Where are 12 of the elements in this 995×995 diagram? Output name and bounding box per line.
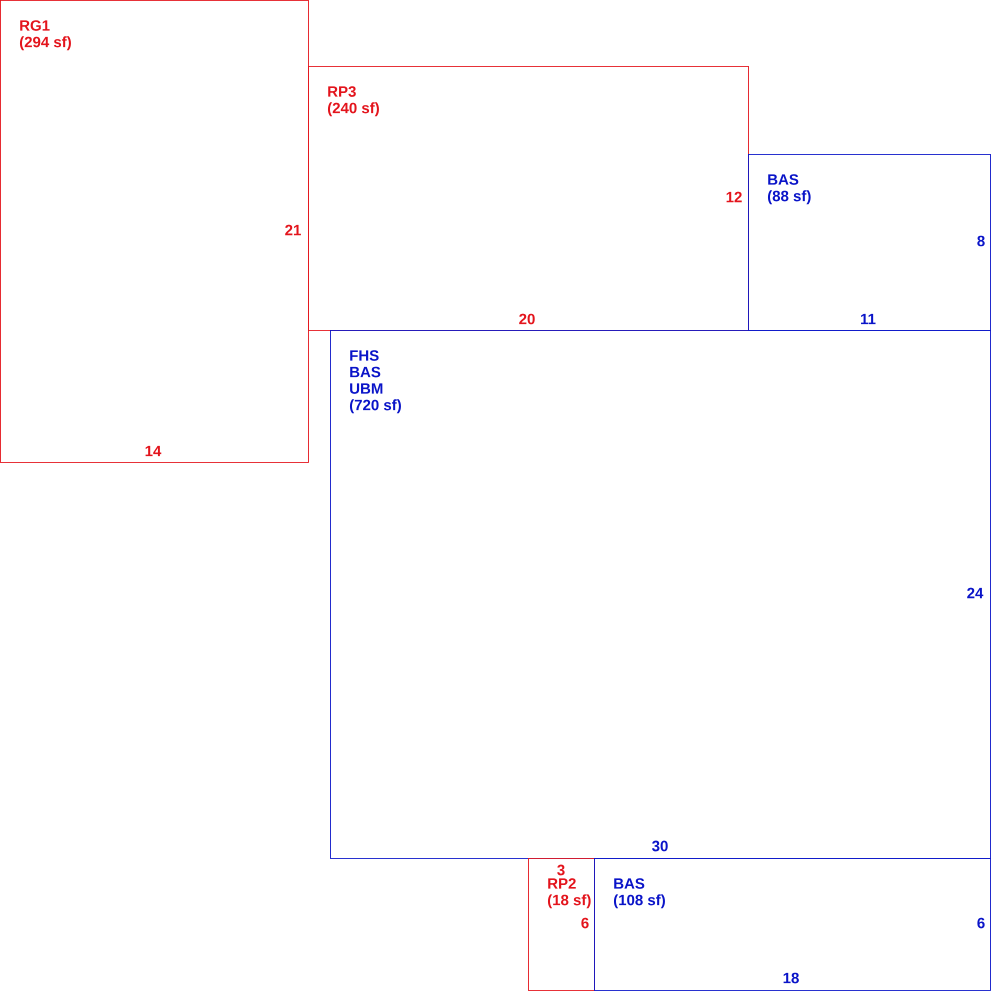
dimension-label: 18 <box>784 972 799 984</box>
dimension-label: 6 <box>581 918 589 928</box>
dimension-label: 14 <box>146 446 162 456</box>
dimension-label: 3 <box>557 864 565 876</box>
dimension-label: 24 <box>967 588 984 598</box>
dimension-label: 21 <box>285 224 301 236</box>
dimension-label: 8 <box>977 236 985 246</box>
dimension-label: 20 <box>519 314 535 324</box>
dimension-label: 6 <box>977 918 985 928</box>
dimension-label: 12 <box>726 192 742 202</box>
dimension-label: 30 <box>652 840 668 852</box>
dimension-label: 11 <box>861 314 876 324</box>
